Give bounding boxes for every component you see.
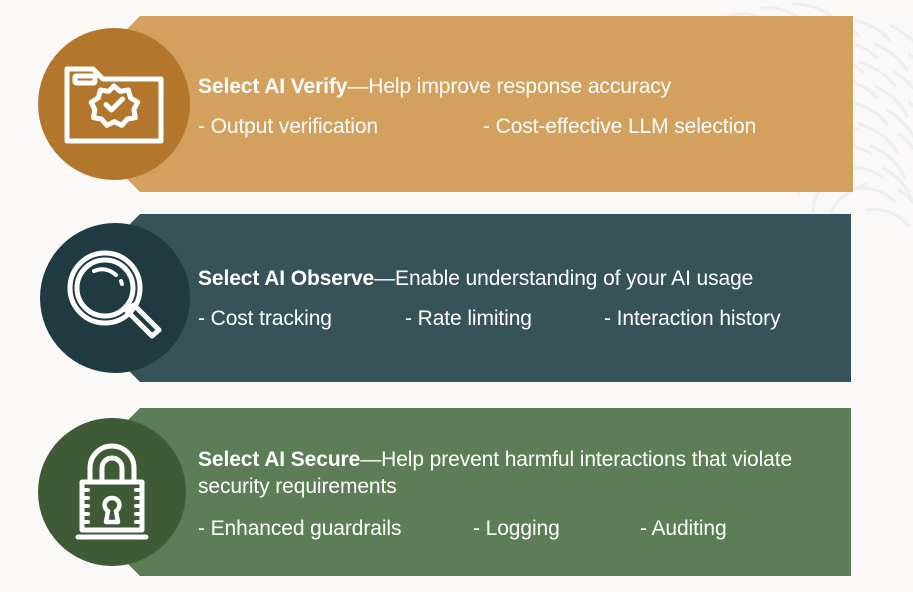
feature-subitem: - Logging — [473, 517, 560, 540]
magnifying-glass-icon — [67, 250, 162, 339]
feature-headline: Select AI Observe—Enable understanding o… — [198, 265, 843, 292]
feature-row-verify: Select AI Verify—Help improve response a… — [0, 16, 913, 192]
feature-subitems: - Output verification - Cost-effective L… — [198, 114, 843, 140]
feature-dash: — — [374, 266, 396, 290]
feature-subitem: - Rate limiting — [405, 306, 532, 330]
feature-subitem: - Enhanced guardrails — [198, 517, 402, 540]
icon-badge-secure — [38, 418, 186, 566]
feature-description: Enable understanding of your AI usage — [395, 266, 754, 290]
icon-badge-verify — [38, 28, 190, 180]
feature-title: Select AI Secure — [198, 448, 361, 471]
feature-title: Select AI Observe — [198, 266, 375, 290]
feature-title: Select AI Verify — [198, 74, 348, 98]
feature-content-observe: Select AI Observe—Enable understanding o… — [198, 214, 843, 382]
feature-dash: — — [360, 448, 382, 471]
feature-description: Help prevent harmful interactions that v… — [198, 448, 793, 498]
feature-subitem: - Auditing — [640, 517, 727, 540]
feature-bar-secure — [118, 408, 851, 576]
feature-row-observe: Select AI Observe—Enable understanding o… — [0, 214, 913, 382]
icon-badge-observe — [40, 223, 190, 373]
feature-subitems: - Cost tracking - Rate limiting - Intera… — [198, 306, 843, 332]
feature-content-verify: Select AI Verify—Help improve response a… — [198, 16, 843, 192]
feature-subitem: - Interaction history — [604, 306, 781, 330]
feature-headline: Select AI Secure—Help prevent harmful in… — [198, 446, 843, 500]
feature-description: Help improve response accuracy — [368, 74, 672, 98]
feature-subitem: - Output verification — [198, 114, 378, 138]
feature-dash: — — [347, 74, 369, 98]
feature-bar-observe — [118, 214, 851, 382]
feature-headline: Select AI Verify—Help improve response a… — [198, 73, 843, 100]
folder-certificate-icon — [64, 66, 164, 144]
feature-subitem: - Cost-effective LLM selection — [483, 114, 757, 138]
feature-subitem: - Cost tracking — [198, 306, 332, 330]
feature-content-secure: Select AI Secure—Help prevent harmful in… — [198, 408, 843, 576]
feature-row-secure: Select AI Secure—Help prevent harmful in… — [0, 408, 913, 576]
feature-subitems: - Enhanced guardrails - Logging - Auditi… — [198, 516, 843, 542]
padlock-icon — [75, 443, 149, 540]
